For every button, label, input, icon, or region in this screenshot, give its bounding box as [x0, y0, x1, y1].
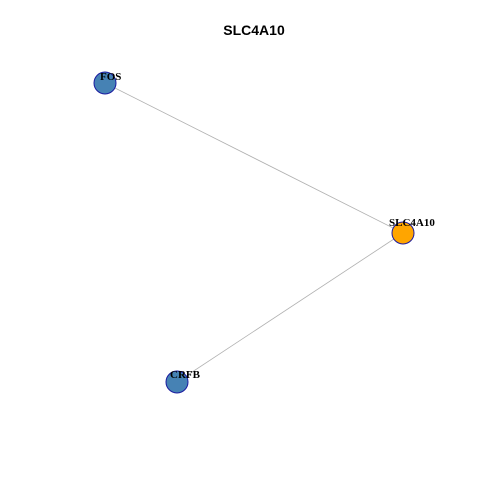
node-label-crfb: CRFB: [170, 369, 201, 381]
node-crfb: [165, 370, 189, 394]
edge-fos-slc4a10: [104, 82, 404, 234]
edges-layer: [104, 82, 404, 383]
node-label-fos: FOS: [100, 71, 121, 83]
node-label-slc4a10: SLC4A10: [389, 217, 435, 229]
node-slc4a10: [391, 221, 415, 245]
graph-title: SLC4A10: [223, 22, 285, 38]
node-fos: [93, 71, 117, 95]
edge-crfb-slc4a10: [176, 232, 404, 383]
